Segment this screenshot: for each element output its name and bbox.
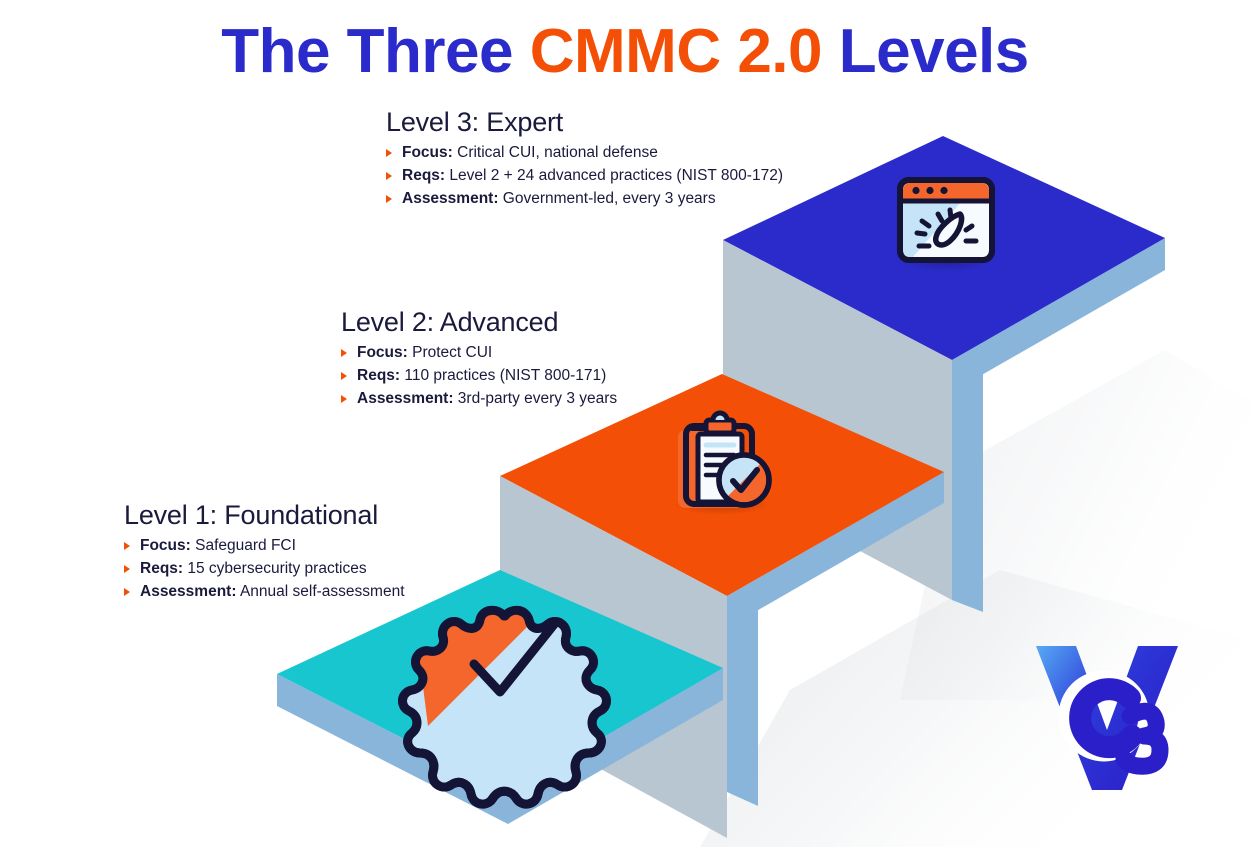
bullet-assessment: Assessment: Annual self-assessment — [124, 581, 405, 604]
bullet-label: Focus: — [140, 537, 191, 554]
bullet-reqs: Reqs: 15 cybersecurity practices — [124, 558, 405, 581]
bullet-label: Focus: — [402, 144, 453, 161]
level-2-text-block: Level 2: Advanced Focus: Protect CUI Req… — [341, 307, 617, 411]
triangle-bullet-icon — [124, 587, 130, 596]
bullet-value: Level 2 + 24 advanced practices (NIST 80… — [445, 166, 783, 184]
triangle-bullet-icon — [341, 371, 347, 380]
bullet-reqs: Reqs: 110 practices (NIST 800-171) — [341, 365, 617, 388]
bullet-label: Assessment: — [402, 189, 499, 207]
triangle-bullet-icon — [124, 564, 130, 573]
bullet-label: Assessment: — [357, 389, 454, 407]
bullet-label: Reqs: — [402, 166, 446, 184]
bullet-assessment: Assessment: 3rd-party every 3 years — [341, 388, 617, 411]
bullet-assessment: Assessment: Government-led, every 3 year… — [386, 188, 783, 211]
triangle-bullet-icon — [124, 542, 130, 550]
level-2-bullets: Focus: Protect CUI Reqs: 110 practices (… — [341, 342, 617, 411]
bullet-focus: Focus: Safeguard FCI — [124, 535, 405, 558]
bullet-value: 110 practices (NIST 800-171) — [400, 366, 607, 384]
bullet-value: Safeguard FCI — [190, 537, 296, 554]
level-1-heading: Level 1: Foundational — [124, 500, 378, 530]
bullet-focus: Focus: Protect CUI — [341, 342, 617, 365]
v3-logo — [1036, 646, 1178, 790]
bullet-value: Government-led, every 3 years — [498, 189, 716, 207]
triangle-bullet-icon — [341, 349, 347, 357]
clipboard-check-icon — [674, 410, 772, 515]
level-3-bullets: Focus: Critical CUI, national defense Re… — [386, 142, 783, 211]
bullet-label: Assessment: — [140, 582, 237, 600]
triangle-bullet-icon — [341, 394, 347, 403]
triangle-bullet-icon — [386, 149, 392, 157]
level-1-bullets: Focus: Safeguard FCI Reqs: 15 cybersecur… — [124, 535, 405, 604]
badge-check-icon — [398, 605, 611, 809]
title-part-2: CMMC 2.0 — [529, 17, 823, 86]
title-part-1: The Three — [221, 17, 530, 86]
triangle-bullet-icon — [386, 194, 392, 203]
level-1-text-block: Level 1: Foundational Focus: Safeguard F… — [124, 500, 405, 604]
riser-3-to-2 — [952, 343, 983, 612]
riser-2-to-1 — [727, 579, 758, 806]
bullet-reqs: Reqs: Level 2 + 24 advanced practices (N… — [386, 165, 783, 188]
browser-gauge-icon — [897, 177, 995, 272]
bullet-label: Focus: — [357, 344, 408, 361]
bullet-value: 15 cybersecurity practices — [183, 559, 367, 577]
level-3-text-block: Level 3: Expert Focus: Critical CUI, nat… — [386, 107, 783, 211]
bullet-label: Reqs: — [357, 366, 401, 384]
triangle-bullet-icon — [386, 171, 392, 180]
bullet-value: 3rd-party every 3 years — [453, 389, 618, 407]
title-part-3: Levels — [822, 17, 1030, 86]
level-2-heading: Level 2: Advanced — [341, 307, 559, 337]
page-title: The Three CMMC 2.0 Levels — [0, 16, 1250, 87]
level-3-heading: Level 3: Expert — [386, 107, 564, 137]
bullet-value: Protect CUI — [407, 344, 493, 361]
bullet-focus: Focus: Critical CUI, national defense — [386, 142, 783, 165]
bullet-value: Critical CUI, national defense — [452, 144, 658, 161]
bullet-value: Annual self-assessment — [236, 582, 405, 600]
bullet-label: Reqs: — [140, 559, 184, 577]
